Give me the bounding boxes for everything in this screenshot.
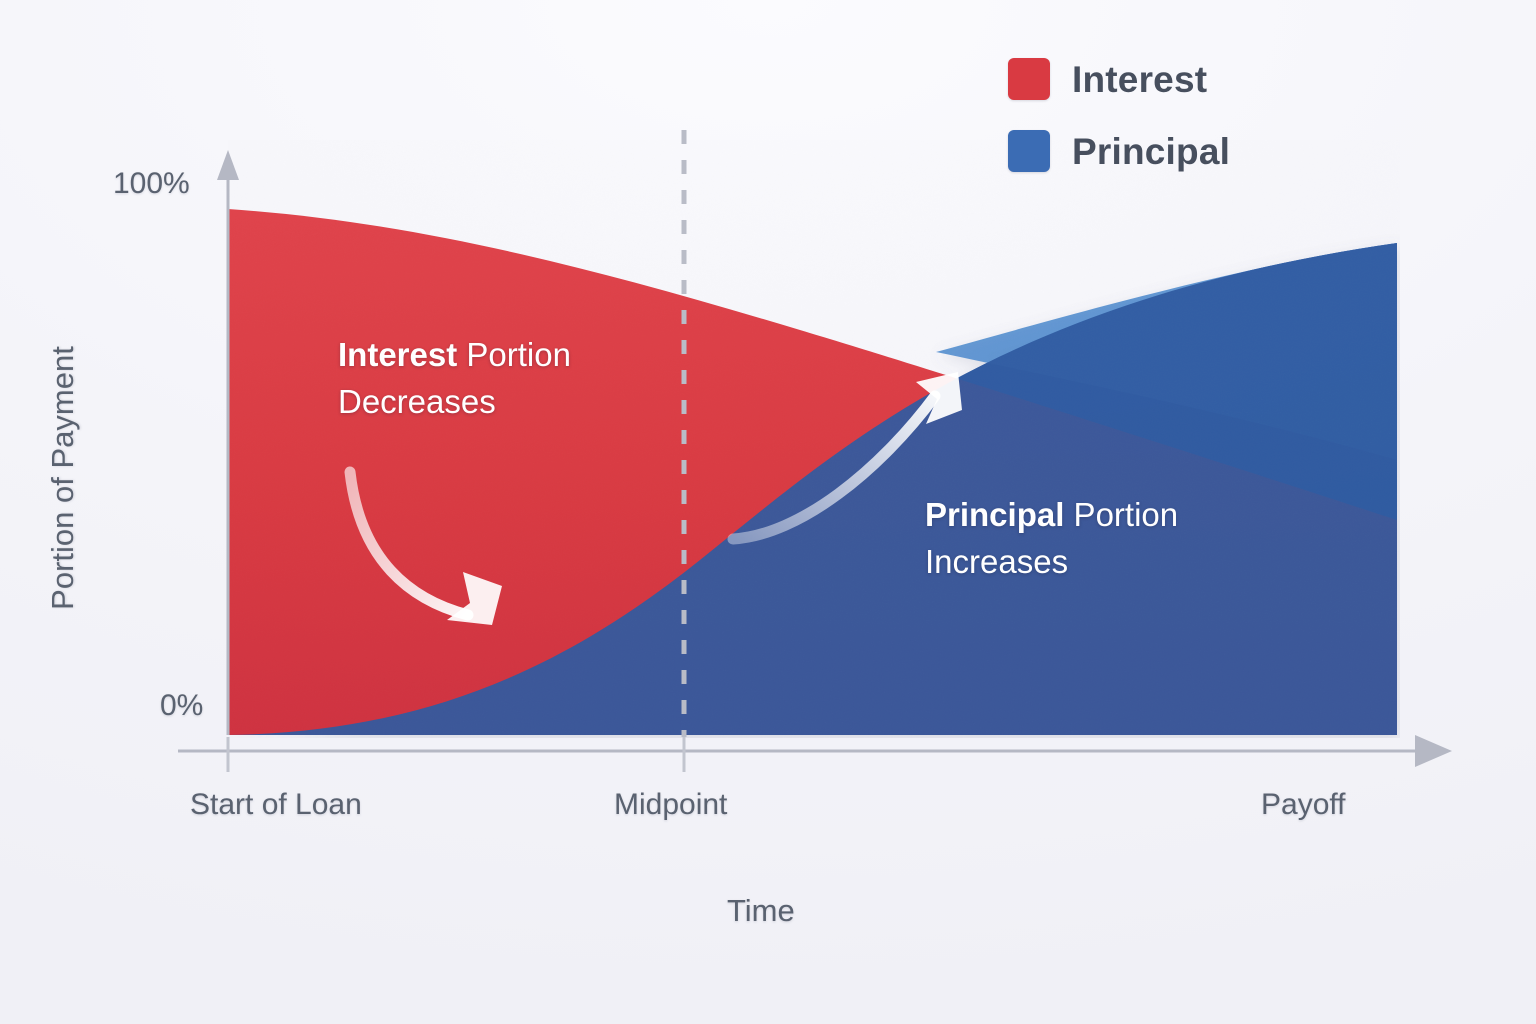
legend-item-interest[interactable]: Interest bbox=[1008, 58, 1230, 100]
annotation-interest: Interest Portion Decreases bbox=[338, 332, 571, 426]
y-axis-tick-bottom: 0% bbox=[160, 689, 204, 722]
legend-item-principal[interactable]: Principal bbox=[1008, 130, 1230, 172]
x-axis-ticks bbox=[226, 737, 686, 772]
legend-label-interest: Interest bbox=[1072, 58, 1208, 100]
y-axis-tick-top: 100% bbox=[113, 167, 190, 200]
y-axis-title: Portion of Payment bbox=[45, 346, 80, 610]
x-axis-tick-midpoint: Midpoint bbox=[614, 788, 728, 821]
annotation-interest-line2: Decreases bbox=[338, 382, 496, 420]
x-axis bbox=[178, 735, 1452, 767]
x-axis-tick-payoff: Payoff bbox=[1261, 788, 1346, 821]
legend-swatch-principal bbox=[1008, 130, 1050, 172]
x-axis-tick-start-of-loan: Start of Loan bbox=[190, 788, 362, 821]
annotation-principal-line2: Increases bbox=[925, 542, 1069, 580]
legend-swatch-interest bbox=[1008, 58, 1050, 100]
annotation-principal-bold: Principal bbox=[925, 496, 1065, 533]
principal-trend-arrow-icon bbox=[727, 372, 962, 545]
annotation-interest-rest: Portion bbox=[457, 336, 571, 373]
chart-legend: Interest Principal bbox=[1008, 58, 1230, 172]
legend-label-principal: Principal bbox=[1072, 130, 1231, 172]
annotation-principal: Principal Portion Increases bbox=[925, 492, 1178, 586]
y-axis bbox=[217, 150, 239, 735]
x-axis-title: Time bbox=[727, 893, 795, 928]
annotation-interest-bold: Interest bbox=[338, 336, 458, 373]
interest-trend-arrow-icon bbox=[344, 466, 502, 625]
annotation-principal-rest: Portion bbox=[1064, 496, 1179, 533]
texture-overlay bbox=[228, 140, 1400, 738]
